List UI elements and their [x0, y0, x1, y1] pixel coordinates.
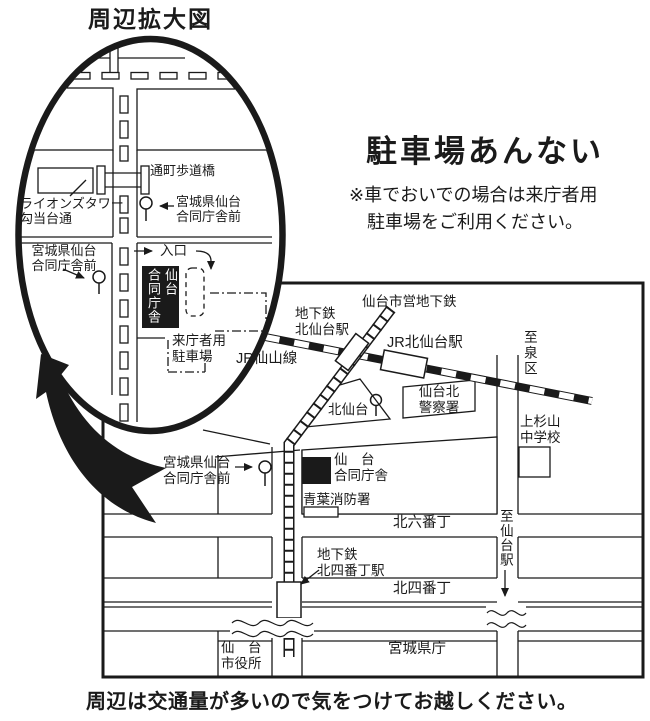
road-break-marks	[230, 606, 527, 638]
map-bus-stop-label: 宮城県仙台 合同庁舎前	[163, 455, 231, 486]
gov-building-rect	[142, 266, 179, 328]
lions-tower-building	[37, 167, 94, 194]
bus-stop-icon	[92, 270, 106, 294]
bus-stop-icon	[369, 393, 383, 416]
gov-building-rect	[302, 457, 331, 484]
fire-station-building	[303, 506, 339, 518]
parking-route	[185, 267, 205, 317]
jr-kitasendai-label: JR北仙台駅	[387, 335, 463, 351]
entrance-label: 入口	[160, 243, 187, 258]
lions-tower-label: ライオンズタワー 勾当台通	[20, 196, 124, 227]
subway-line	[276, 305, 396, 657]
subway-kitasendai-station	[334, 332, 370, 372]
parking-boundary	[167, 340, 206, 373]
police-label: 仙台北 警察署	[418, 384, 460, 415]
kita4-label: 北四番丁	[393, 581, 451, 597]
to-sendai-station-label: 至仙台駅	[497, 509, 513, 567]
jr-kitasendai-station	[379, 349, 429, 379]
page-title: 周辺拡大図	[88, 6, 213, 32]
kita6-label: 北六番丁	[393, 515, 451, 531]
inset-subway-dashes	[119, 95, 129, 422]
station-pointer-arrow	[300, 569, 320, 585]
bridge-label: 通町歩道橋	[150, 163, 216, 178]
magnifier-arrow	[36, 354, 166, 523]
inset-map	[21, 44, 273, 422]
parking-guide-title: 駐車場あんない	[366, 134, 604, 169]
bus-stop-icon	[139, 196, 153, 221]
lions-tower-leader	[69, 179, 87, 197]
fire-station-label: 青葉消防署	[303, 492, 371, 507]
parking-guide-note: ※車でおいでの場合は来庁者用 駐車場をご利用ください。	[349, 185, 598, 232]
jr-railway-line	[249, 330, 593, 405]
subway-kitayobancho-label: 地下鉄 北四番丁駅	[317, 547, 385, 578]
school-building	[518, 446, 551, 478]
pedestrian-bridge-icon	[96, 165, 150, 195]
bus-stop-icon	[258, 460, 272, 486]
parking-boundary	[210, 292, 267, 332]
map-gov-building-label: 仙 台 合同庁舎	[334, 452, 388, 483]
footer-caption: 周辺は交通量が多いので気をつけてお越しください。	[86, 691, 578, 713]
inset-gov-building-label: 仙台 合同庁舎	[146, 268, 178, 324]
subway-kitasendai-label: 地下鉄 北仙台駅	[295, 306, 349, 337]
kitasendai-stop-label: 北仙台	[328, 402, 369, 417]
entrance-route-arrow	[195, 250, 215, 270]
visitor-parking-label: 来庁者用 駐車場	[172, 333, 226, 364]
inset-bus-stop-right-label: 宮城県仙台 合同庁舎前	[176, 194, 242, 225]
pref-office-label: 宮城県庁	[388, 641, 446, 657]
inset-bus-stop-left-label: 宮城県仙台 合同庁舎前	[31, 243, 97, 274]
police-station-box	[402, 379, 476, 419]
gov-building-block	[301, 436, 498, 515]
jr-senzan-label: JR仙山線	[236, 351, 298, 367]
city-hall-label: 仙 台 市役所	[221, 640, 262, 671]
subway-kitayobancho-station	[276, 581, 302, 619]
to-izumi-label: 至泉区	[521, 330, 537, 377]
subway-line-label: 仙台市営地下鉄	[362, 294, 457, 309]
bus-stop-arrow	[62, 268, 85, 279]
school-label: 上杉山 中学校	[520, 414, 561, 445]
